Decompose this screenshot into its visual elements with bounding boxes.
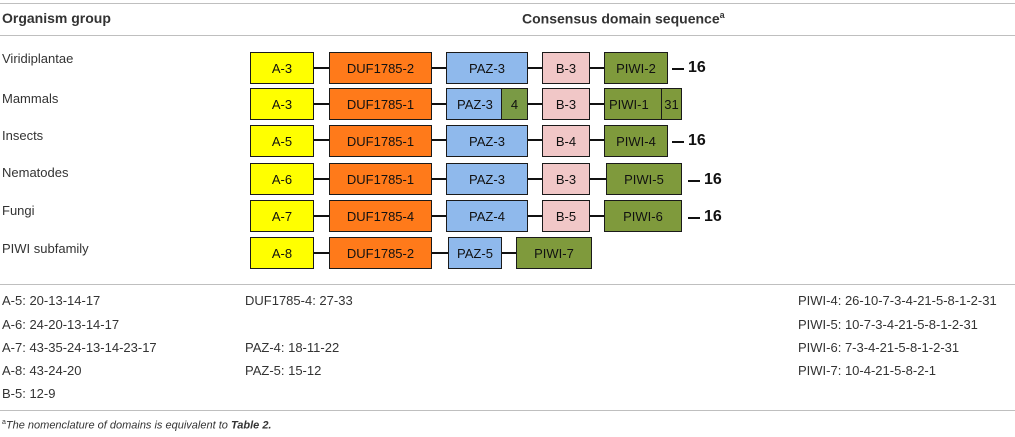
- duf-domain: DUF1785-1: [329, 125, 432, 157]
- legend-item: A-6: 24-20-13-14-17: [2, 317, 120, 332]
- paz-domain: PAZ-3: [446, 125, 528, 157]
- piwi-domain: PIWI-6: [604, 200, 682, 232]
- table-reference[interactable]: Table 2.: [230, 419, 272, 432]
- piwi-domain: PIWI-2: [604, 52, 668, 84]
- legend-item: B-5: 12-9: [2, 386, 56, 401]
- column-header-organism: Organism group: [2, 10, 111, 26]
- paz-domain: PAZ-3: [446, 163, 528, 195]
- organism-mammals: Mammals: [2, 91, 59, 106]
- header-rule: [0, 35, 1015, 36]
- b-domain: B-3: [542, 163, 590, 195]
- piwi-label: PIWI-1: [609, 96, 649, 112]
- organism-insects: Insects: [2, 128, 44, 143]
- top-rule: [0, 3, 1015, 4]
- b-domain: B-3: [542, 52, 590, 84]
- column-header-consensus-text: Consensus domain sequence: [522, 10, 720, 27]
- legend-item: A-8: 43-24-20: [2, 363, 82, 378]
- footnote: aThe nomenclature of domains is equivale…: [2, 419, 272, 432]
- paz-label: PAZ-3: [457, 96, 493, 112]
- tail-label: 16: [688, 59, 706, 76]
- paz-domain: PAZ-3 4: [446, 88, 528, 120]
- legend-item: PIWI-4: 26-10-7-3-4-21-5-8-1-2-31: [798, 293, 997, 308]
- piwi-domain: PIWI-4: [604, 125, 668, 157]
- duf-domain: DUF1785-1: [329, 163, 432, 195]
- paz-domain: PAZ-5: [448, 237, 502, 269]
- legend-item: A-5: 20-13-14-17: [2, 293, 101, 308]
- a-domain: A-6: [250, 163, 314, 195]
- footnote-text: The nomenclature of domains is equivalen…: [5, 419, 231, 432]
- duf-domain: DUF1785-1: [329, 88, 432, 120]
- paz-domain: PAZ-4: [446, 200, 528, 232]
- legend-item: PAZ-4: 18-11-22: [245, 340, 340, 355]
- tail-dash: [672, 68, 684, 70]
- tail-label: 16: [704, 171, 722, 188]
- tail-label: 16: [688, 132, 706, 149]
- column-header-consensus: Consensus domain sequencea: [522, 10, 725, 27]
- organism-fungi: Fungi: [2, 203, 35, 218]
- organism-nematodes: Nematodes: [2, 165, 69, 180]
- piwi-domain: PIWI-5: [606, 163, 682, 195]
- b-domain: B-4: [542, 125, 590, 157]
- legend-item: PAZ-5: 15-12: [245, 363, 322, 378]
- duf-domain: DUF1785-2: [329, 52, 432, 84]
- diagram-rule: [0, 284, 1015, 285]
- tail-label: 16: [704, 208, 722, 225]
- piwi-domain: PIWI-1 31: [604, 88, 682, 120]
- duf-domain: DUF1785-2: [329, 237, 432, 269]
- column-header-sup: a: [719, 10, 725, 20]
- tail-dash: [688, 217, 700, 219]
- organism-piwi-subfamily: PIWI subfamily: [2, 241, 89, 256]
- b-domain: B-5: [542, 200, 590, 232]
- piwi-subdomain: 31: [661, 89, 681, 119]
- a-domain: A-3: [250, 52, 314, 84]
- a-domain: A-3: [250, 88, 314, 120]
- paz-subdomain: 4: [501, 89, 527, 119]
- a-domain: A-7: [250, 200, 314, 232]
- legend-item: A-7: 43-35-24-13-14-23-17: [2, 340, 157, 355]
- bottom-rule: [0, 410, 1015, 411]
- organism-viridiplantae: Viridiplantae: [2, 51, 74, 66]
- tail-dash: [672, 141, 684, 143]
- legend-item: PIWI-7: 10-4-21-5-8-2-1: [798, 363, 936, 378]
- a-domain: A-5: [250, 125, 314, 157]
- b-domain: B-3: [542, 88, 590, 120]
- piwi-domain: PIWI-7: [516, 237, 592, 269]
- duf-domain: DUF1785-4: [329, 200, 432, 232]
- tail-dash: [688, 180, 700, 182]
- legend-item: DUF1785-4: 27-33: [245, 293, 353, 308]
- legend-item: PIWI-5: 10-7-3-4-21-5-8-1-2-31: [798, 317, 978, 332]
- footnote-marker: a: [2, 419, 6, 426]
- legend-item: PIWI-6: 7-3-4-21-5-8-1-2-31: [798, 340, 960, 355]
- a-domain: A-8: [250, 237, 314, 269]
- paz-domain: PAZ-3: [446, 52, 528, 84]
